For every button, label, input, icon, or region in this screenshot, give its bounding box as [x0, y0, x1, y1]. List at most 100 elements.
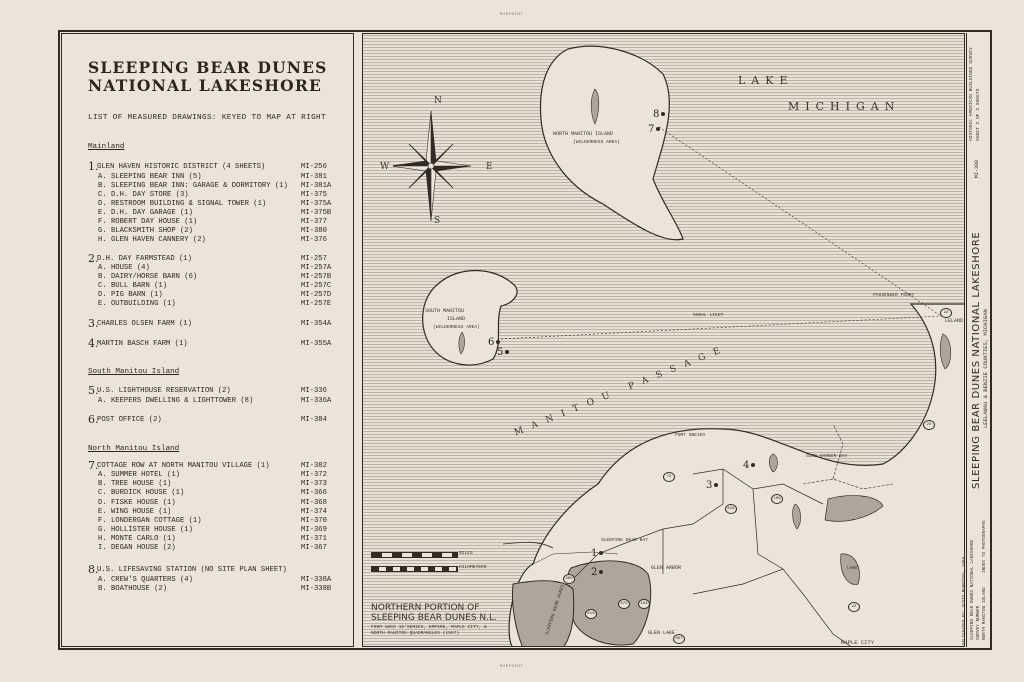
entry-label: COTTAGE ROW AT NORTH MANITOU VILLAGE (1)	[97, 462, 270, 470]
drawing-entry: 5.U.S. LIGHTHOUSE RESERVATION (2)MI-336	[88, 384, 343, 397]
map-svg	[363, 34, 964, 646]
entry-code: MI-257D	[301, 291, 332, 299]
title-block-small-3: NORTH MANITOU ISLAND	[982, 587, 987, 640]
entry-label: A. CREW'S QUARTERS (4)	[98, 576, 193, 584]
entry-code: MI-367	[301, 544, 327, 552]
drawing-entry: A. SLEEPING BEAR INN (5)MI-381	[88, 173, 343, 183]
entry-label: G. HOLLISTER HOUSE (1)	[98, 526, 193, 534]
title-block-survey: HISTORIC AMERICAN BUILDINGS SURVEY	[969, 47, 974, 141]
compass-rose: N S E W	[380, 96, 493, 226]
entry-label: B. TREE HOUSE (1)	[98, 480, 172, 488]
road-shield: 616	[725, 504, 737, 514]
entry-number: 3.	[88, 317, 99, 330]
list-heading: LIST OF MEASURED DRAWINGS: KEYED TO MAP …	[88, 114, 326, 122]
leland-label: LELAND	[945, 318, 964, 324]
inland-lake	[840, 553, 860, 585]
drawing-entry: B. TREE HOUSE (1)MI-373	[88, 480, 343, 490]
county-boundary	[802, 423, 894, 490]
south-manitou-label: SOUTH MANITOU	[425, 308, 465, 314]
entry-label: E. WING HOUSE (1)	[98, 508, 172, 516]
map-caption-1: NORTHERN PORTION OF	[371, 603, 480, 613]
south-island-lake	[458, 331, 465, 355]
inland-lake-label: LAKE	[847, 566, 859, 571]
map-marker: 6	[488, 337, 495, 348]
compass-north-label: N	[434, 96, 442, 106]
entry-code: MI-381A	[301, 182, 332, 190]
scale-bar-miles	[371, 552, 458, 558]
drawing-entry: G. HOLLISTER HOUSE (1)MI-369	[88, 526, 343, 536]
entry-label: D. RESTROOM BUILDING & SIGNAL TOWER (1)	[98, 200, 267, 208]
entry-code: MI-257B	[301, 273, 332, 281]
road-network	[572, 468, 851, 646]
drawing-entry: B. SLEEPING BEAR INN: GARAGE & DORMITORY…	[88, 182, 343, 192]
drawing-entry: 8.U.S. LIFESAVING STATION (NO SITE PLAN …	[88, 563, 343, 576]
entry-label: A. KEEPERS DWELLING & LIGHTTOWER (8)	[98, 397, 254, 405]
glen-arbor-label: GLEN ARBOR	[651, 565, 682, 571]
drawing-entry: F. LONDERGAN COTTAGE (1)MI-370	[88, 517, 343, 527]
drawing-entry: E. D.H. DAY GARAGE (1)MI-375B	[88, 209, 343, 219]
drawing-entry: F. ROBERT DAY HOUSE (1)MI-377	[88, 218, 343, 228]
drawing-entry: B. BOATHOUSE (2)MI-338B	[88, 585, 343, 595]
title-block-small-4: INDEX TO PHOTOGRAPHS	[982, 520, 987, 573]
road-shield: 669	[563, 574, 575, 584]
entry-label: D. PIG BARN (1)	[98, 291, 163, 299]
entry-label: GLEN HAVEN HISTORIC DISTRICT (4 SHEETS)	[97, 163, 266, 171]
small-lake-2	[792, 503, 801, 530]
entry-code: MI-375A	[301, 200, 332, 208]
road-shield: 109	[638, 599, 650, 609]
entry-label: H. MONTE CARLO (1)	[98, 535, 176, 543]
entry-code: MI-257A	[301, 264, 332, 272]
entry-code: MI-355A	[301, 340, 332, 348]
marker-dot	[661, 112, 665, 116]
road-shield: 109	[771, 494, 783, 504]
section-mainland: Mainland	[88, 143, 125, 151]
title-block-code: MI-308	[974, 159, 980, 178]
entry-code: MI-354A	[301, 320, 332, 328]
entry-number: 4.	[88, 337, 99, 350]
south-manitou-sublabel: (WILDERNESS AREA)	[433, 325, 480, 330]
port-oneida-label: PORT ONEIDA	[675, 433, 706, 438]
marker-dot	[496, 340, 500, 344]
little-glen-lake	[512, 580, 575, 646]
road-shield: 675	[618, 599, 630, 609]
entry-label: U.S. LIGHTHOUSE RESERVATION (2)	[97, 387, 231, 395]
map-marker: 4	[743, 460, 750, 471]
north-manitou-sublabel: (WILDERNESS AREA)	[573, 140, 620, 145]
map-marker: 1	[591, 548, 598, 559]
sleeping-bear-bay-label: SLEEPING BEAR BAY	[601, 538, 648, 543]
glen-lake-label: GLEN LAKE	[648, 630, 676, 636]
scale-miles-label: MILES	[459, 551, 473, 556]
entry-label: F. ROBERT DAY HOUSE (1)	[98, 218, 198, 226]
entry-code: MI-376	[301, 236, 327, 244]
entry-code: MI-257E	[301, 300, 332, 308]
map-caption-2: SLEEPING BEAR DUNES N.L.	[371, 613, 497, 623]
drawing-entry: G. BLACKSMITH SHOP (2)MI-380	[88, 227, 343, 237]
road-shield: 667	[673, 634, 685, 644]
entry-label: C. D.H. DAY STORE (3)	[98, 191, 189, 199]
entry-code: MI-371	[301, 535, 327, 543]
road-shield: 22	[940, 308, 952, 318]
entry-code: MI-338B	[301, 585, 332, 593]
little-traverse-lake	[824, 495, 884, 522]
map-source-2: NORTH MANITOU QUADRANGLES (1957)	[371, 631, 460, 636]
entry-number: 5.	[88, 384, 99, 397]
title-line-1: SLEEPING BEAR DUNES	[88, 58, 328, 77]
drawing-entry: 2.D.H. DAY FARMSTEAD (1)MI-257	[88, 252, 343, 265]
drawing-entry: A. HOUSE (4)MI-257A	[88, 264, 343, 274]
passenger-ferry-label: PASSENGER FERRY	[873, 293, 915, 298]
drawing-entry: D. FISKE HOUSE (1)MI-368	[88, 499, 343, 509]
entry-code: MI-382	[301, 462, 327, 470]
drawing-entry: 1.GLEN HAVEN HISTORIC DISTRICT (4 SHEETS…	[88, 160, 343, 173]
entry-label: B. DAIRY/HORSE BARN (6)	[98, 273, 198, 281]
map-marker: 2	[591, 567, 598, 578]
entry-number: 2.	[88, 252, 99, 265]
entry-label: B. SLEEPING BEAR INN: GARAGE & DORMITORY…	[98, 182, 288, 190]
marker-dot	[751, 463, 755, 467]
marker-dot	[656, 127, 660, 131]
drawing-entry: E. OUTBUILDING (1)MI-257E	[88, 300, 343, 310]
lake-leelanau	[939, 333, 952, 370]
entry-code: MI-257	[301, 255, 327, 263]
entry-number: 8.	[88, 563, 99, 576]
ferry-route-south	[500, 315, 942, 340]
entry-label: A. SLEEPING BEAR INN (5)	[98, 173, 202, 181]
